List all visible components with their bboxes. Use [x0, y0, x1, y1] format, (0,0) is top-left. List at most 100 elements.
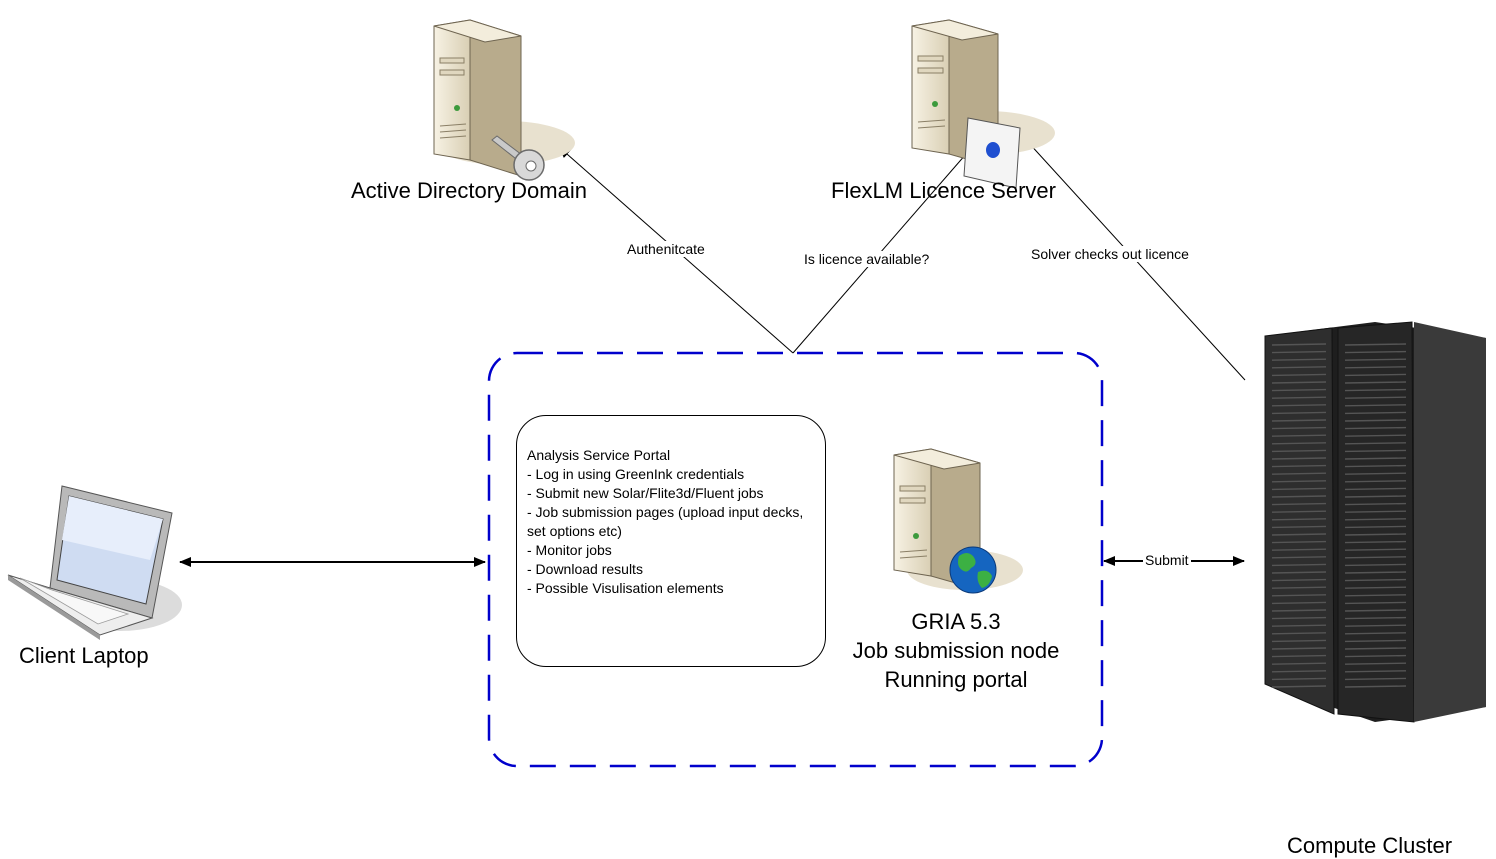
rack-slot [1344, 343, 1407, 346]
rack-slot [1344, 419, 1407, 422]
rack-slot [1344, 632, 1407, 635]
rack-slot [1271, 571, 1327, 574]
rack-slot [1271, 601, 1327, 605]
rack-slot [1344, 426, 1407, 430]
submit-edge-label: Submit [1143, 552, 1191, 568]
rack-slot [1271, 563, 1327, 567]
rack-slot [1344, 518, 1407, 521]
rack-slot [1344, 366, 1407, 369]
rack-slot [1344, 442, 1407, 445]
rack-slot [1344, 502, 1407, 506]
portal-item: - Monitor jobs [527, 542, 612, 558]
rack-slot [1344, 373, 1407, 377]
rack-slot [1271, 502, 1327, 506]
rack-slot [1344, 533, 1407, 536]
rack-slot [1344, 525, 1407, 529]
rack-slot [1271, 647, 1327, 650]
rack-slot [1344, 495, 1407, 498]
rack-slot [1344, 540, 1407, 544]
rack-slot [1344, 586, 1407, 589]
rack-slot [1271, 670, 1327, 673]
rack-slot [1344, 670, 1407, 673]
rack-slot [1344, 594, 1407, 597]
rack-slot [1344, 396, 1407, 399]
rack-slot [1344, 677, 1407, 681]
server-with-globe-icon [893, 448, 1023, 594]
rack-slot [1271, 624, 1327, 627]
checkout-edge-label: Solver checks out licence [1029, 246, 1191, 262]
rack-slot [1271, 586, 1327, 589]
rack-slot [1271, 381, 1327, 384]
rack-slot [1344, 556, 1407, 559]
rack-slot [1271, 464, 1327, 468]
rack-slot [1271, 533, 1327, 536]
portal-item: - Log in using GreenInk credentials [527, 466, 745, 482]
rack-slot [1271, 434, 1327, 437]
rack-slot [1271, 540, 1327, 544]
rack-slot [1271, 480, 1327, 483]
rack-slot [1271, 548, 1327, 551]
rack-slot [1271, 449, 1327, 453]
portal-description-box: Analysis Service Portal - Log in using G… [516, 415, 826, 667]
flexlm-label: FlexLM Licence Server [831, 178, 1056, 203]
rack-slot [1344, 434, 1407, 437]
rack-slot [1344, 647, 1407, 650]
licence-check-edge-label: Is licence available? [802, 251, 932, 267]
rack-slot [1271, 594, 1327, 597]
rack-slot [1271, 525, 1327, 529]
portal-item: - Download results [527, 561, 643, 577]
rack-slot [1271, 396, 1327, 399]
rack-slot [1271, 404, 1327, 407]
portal-item: - Job submission pages (upload input dec… [527, 504, 804, 539]
rack-slot [1344, 571, 1407, 574]
rack-slot [1271, 632, 1327, 635]
rack-slot [1344, 654, 1407, 658]
rack-slot [1344, 457, 1407, 460]
rack-slot [1271, 677, 1327, 681]
rack-slot [1271, 518, 1327, 521]
rack-slot [1344, 685, 1407, 688]
licence-check-edge [792, 145, 974, 354]
rack-slot [1271, 426, 1327, 430]
server-with-key-icon [433, 19, 575, 181]
rack-slot [1344, 388, 1407, 392]
authenticate-edge-label: Authenitcate [625, 241, 707, 257]
rack-slot [1344, 487, 1407, 491]
rack-slot [1271, 654, 1327, 658]
rack-slot [1271, 510, 1327, 513]
rack-slot [1271, 419, 1327, 422]
rack-slot [1271, 495, 1327, 498]
rack-slot [1344, 404, 1407, 407]
rack-slot [1344, 609, 1407, 612]
rack-slot [1271, 411, 1327, 415]
rack-slot [1344, 464, 1407, 468]
rack-slot [1271, 343, 1327, 346]
rack-slot [1344, 548, 1407, 551]
rack-slot [1344, 358, 1407, 361]
rack-slot [1271, 487, 1327, 491]
rack-slot [1271, 556, 1327, 559]
rack-slot [1344, 472, 1407, 475]
rack-slot [1271, 609, 1327, 612]
rack-slot [1344, 601, 1407, 605]
compute-cluster-label: Compute Cluster [1287, 833, 1453, 858]
rack-slot [1344, 639, 1407, 643]
gria-boundary [487, 351, 1104, 768]
rack-slot [1271, 616, 1327, 620]
rack-slot [1344, 350, 1407, 354]
rack-slot [1344, 510, 1407, 513]
active-directory-label: Active Directory Domain [351, 178, 587, 203]
rack-slot [1271, 350, 1327, 354]
gria-line-1: GRIA 5.3 [911, 609, 1001, 634]
server-with-certificate-icon [911, 19, 1055, 189]
rack-slot [1344, 616, 1407, 620]
gria-line-2: Job submission node [852, 638, 1060, 663]
gria-line-3: Running portal [884, 667, 1028, 692]
rack-slot [1344, 381, 1407, 384]
rack-slot [1271, 472, 1327, 475]
rack-slot [1271, 639, 1327, 643]
rack-slot [1271, 685, 1327, 688]
rack-slot [1271, 457, 1327, 460]
gria-label: GRIA 5.3 Job submission node Running por… [826, 607, 1086, 694]
